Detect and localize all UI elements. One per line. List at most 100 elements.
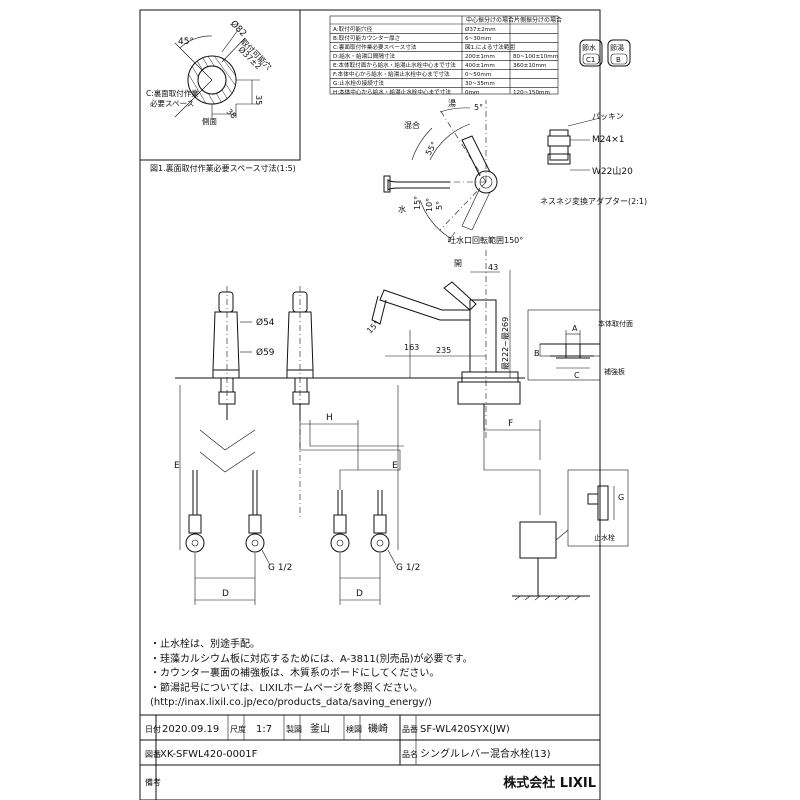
top-view: 湯 5° 混合 55° 15° 10° 5° 水 吐水口回転範囲150° bbox=[383, 98, 523, 245]
spec-row-label: D:給水・給湯口間隔寸法 bbox=[333, 52, 396, 60]
spec-row-label: C:裏面取付作業必要スペース寸法 bbox=[333, 43, 417, 51]
counter-B: B bbox=[534, 349, 540, 358]
tb-partno-label: 品番 bbox=[402, 724, 418, 734]
inset-dia1: Ø82 bbox=[228, 18, 249, 39]
badge-b-mid: B bbox=[616, 56, 621, 64]
side-F: F bbox=[508, 419, 513, 429]
spec-table: 中心振分けの場合 片側振分けの場合 A:取付可能穴径 Ø37±2mmB:取付可能カ… bbox=[329, 15, 562, 96]
top-label-water: 水 bbox=[398, 204, 406, 214]
inset-dim35: 35 bbox=[254, 95, 263, 105]
side-view: 43 開 163 235 15° 最222~最269 F bbox=[365, 250, 541, 515]
tb-scale-label: 尺度 bbox=[230, 724, 246, 734]
tb-partno: SF-WL420SYX(JW) bbox=[420, 724, 510, 735]
front-g12-right: G 1/2 bbox=[396, 563, 420, 573]
front-view: Ø54 Ø59 E E H bbox=[174, 286, 525, 605]
inset-caption: 図1.裏面取付作業必要スペース寸法(1:5) bbox=[150, 163, 296, 173]
top-label-mix: 混合 bbox=[404, 120, 420, 130]
spec-row-label: B:取付可能カウンター厚さ bbox=[333, 34, 400, 42]
front-D-right: D bbox=[356, 589, 363, 599]
top-angle10: 10° bbox=[425, 198, 434, 212]
counter-face: 本体取付面 bbox=[598, 319, 633, 328]
note-2: ・珪藻カルシウム板に対応するためには、A-3811(別売品)が必要です。 bbox=[150, 653, 473, 665]
counter-reinforce: 補強板 bbox=[604, 367, 625, 376]
spec-row-center: 0mm bbox=[465, 90, 479, 96]
side-dmax: 最222~最269 bbox=[501, 317, 510, 370]
note-5: (http://inax.lixil.co.jp/eco/products_da… bbox=[150, 697, 432, 708]
top-label-hot: 湯 bbox=[448, 98, 456, 108]
spec-header-side: 片側振分けの場合 bbox=[514, 16, 562, 24]
front-d54: Ø54 bbox=[256, 317, 275, 328]
note-4: ・節湯記号については、LIXILホームページを参照ください。 bbox=[150, 682, 423, 694]
side-open: 開 bbox=[454, 259, 462, 268]
spec-row-center: 400±1mm bbox=[465, 63, 495, 69]
adapter-caption: ネスネジ変換アダプター(2:1) bbox=[540, 196, 647, 206]
badge-c1-top: 節水 bbox=[582, 43, 596, 52]
tb-scale: 1:7 bbox=[256, 724, 272, 735]
adapter-m24: M24×1 bbox=[592, 135, 624, 145]
spec-row-side: 80~100±10mm bbox=[513, 54, 558, 60]
tb-name-label: 品名 bbox=[402, 749, 418, 759]
saving-badges: 節水 C1 節湯 B bbox=[579, 39, 631, 67]
valve-G: G bbox=[618, 493, 624, 502]
top-angle15: 15° bbox=[413, 196, 422, 210]
sheet-border bbox=[139, 9, 601, 800]
spec-row-center: Ø37±2mm bbox=[465, 26, 496, 33]
tb-checked: 磯崎 bbox=[368, 722, 388, 735]
spec-row-label: F:本体中心から給水・給湯止水栓中心まで寸法 bbox=[333, 70, 450, 78]
spec-row-center: 6~30mm bbox=[465, 36, 491, 42]
side-d163: 163 bbox=[404, 343, 419, 352]
front-H: H bbox=[326, 413, 333, 423]
side-d43: 43 bbox=[488, 263, 498, 272]
spec-row-label: H:本体中心から給水・給湯止水栓中心まで寸法 bbox=[333, 88, 451, 96]
tb-checked-label: 検図 bbox=[346, 724, 362, 734]
tb-drawn-label: 製図 bbox=[286, 724, 302, 734]
front-D-left: D bbox=[222, 589, 229, 599]
note-3: ・カウンター裏面の補強板は、木質系のボードにしてください。 bbox=[150, 668, 440, 679]
side-d15: 15° bbox=[365, 319, 381, 335]
tb-drawingno-label: 図番 bbox=[145, 749, 161, 759]
top-angle5b: 5° bbox=[435, 201, 444, 210]
spec-row-side: 120~150mm bbox=[513, 90, 550, 96]
spec-row-side: 360±10mm bbox=[513, 63, 546, 69]
tb-date: 2020.09.19 bbox=[162, 724, 219, 735]
valve-label: 止水栓 bbox=[594, 533, 615, 542]
tb-date-label: 日付 bbox=[145, 724, 161, 734]
inset-side-label: 側面 bbox=[202, 116, 217, 126]
tb-name: シングルレバー混合水栓(13) bbox=[420, 747, 551, 760]
spec-row-label: G:止水栓の接続寸法 bbox=[333, 79, 384, 87]
spec-header-center: 中心振分けの場合 bbox=[466, 16, 514, 24]
notes-block: ・止水栓は、別途手配。 ・珪藻カルシウム板に対応するためには、A-3811(別売… bbox=[150, 638, 550, 711]
top-rotation-range: 吐水口回転範囲150° bbox=[448, 235, 523, 245]
note-1: ・止水栓は、別途手配。 bbox=[150, 639, 260, 650]
adapter-detail: パッキン M24×1 W22山20 ネスネジ変換アダプター(2:1) bbox=[540, 112, 647, 206]
tb-company: 株式会社 LIXIL bbox=[503, 775, 596, 791]
spec-row-label: A:取付可能穴径 bbox=[333, 25, 373, 33]
spec-row-center: 0~50mm bbox=[465, 72, 491, 78]
spec-row-center: 図1.による寸法範囲 bbox=[465, 43, 515, 51]
tb-drawingno: XK-SFWL420-0001F bbox=[160, 749, 258, 760]
spec-row-center: 200±1mm bbox=[465, 54, 495, 60]
spec-row-label: E:本体取付面から給水・給湯止水栓中心まで寸法 bbox=[333, 61, 456, 69]
side-d235: 235 bbox=[436, 346, 451, 355]
title-block: 日付 2020.09.19 尺度 1:7 製図 釜山 検図 磯崎 品番 SF-W… bbox=[140, 714, 600, 800]
inset-space-label2: 必要スペース bbox=[150, 98, 194, 108]
badge-b-top: 節湯 bbox=[610, 43, 624, 52]
front-d59: Ø59 bbox=[256, 347, 275, 358]
stop-valve-detail: G 止水栓 bbox=[512, 469, 629, 601]
tb-remarks-label: 備考 bbox=[145, 777, 161, 787]
counter-A: A bbox=[572, 324, 578, 333]
inset-figure: 45° Ø82 取付可能穴 Ø37±2 C:裏面取付作業 必要スペース 側面 3… bbox=[139, 9, 301, 173]
counter-detail: A B C 本体取付面 補強板 bbox=[527, 309, 633, 381]
front-g12-left: G 1/2 bbox=[268, 563, 292, 573]
counter-C: C bbox=[574, 371, 580, 380]
inset-angle: 45° bbox=[178, 37, 194, 47]
spec-row-center: 30~35mm bbox=[465, 81, 495, 87]
top-angle5: 5° bbox=[474, 103, 483, 112]
adapter-packing: パッキン bbox=[592, 112, 624, 121]
front-E-left: E bbox=[174, 461, 180, 471]
tb-drawn: 釜山 bbox=[310, 722, 330, 735]
front-E-right: E bbox=[392, 461, 398, 471]
adapter-w22: W22山20 bbox=[592, 166, 633, 177]
badge-c1-mid: C1 bbox=[586, 56, 595, 64]
